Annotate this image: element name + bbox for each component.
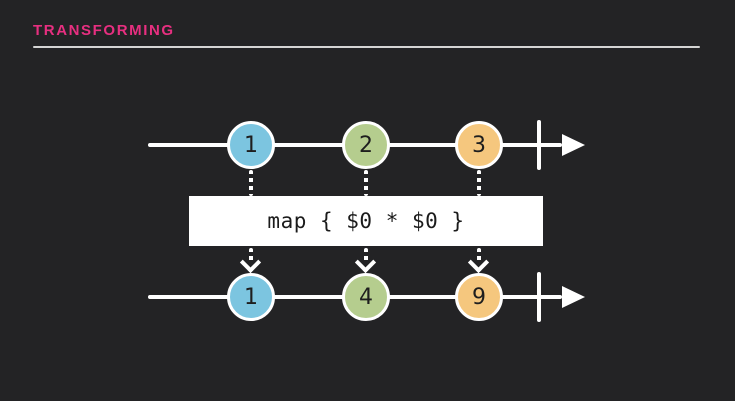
marble-output-1: 1 xyxy=(227,273,275,321)
operator-label: map { $0 * $0 } xyxy=(267,209,465,233)
dashed-connector xyxy=(477,248,481,262)
dashed-connector xyxy=(477,170,481,196)
dashed-connector xyxy=(249,170,253,196)
marble-label: 3 xyxy=(472,132,486,158)
input-stream-arrowhead-icon xyxy=(562,134,585,156)
down-arrow-icon xyxy=(239,251,262,274)
dashed-connector xyxy=(364,170,368,196)
down-arrow-icon xyxy=(354,251,377,274)
operator-box: map { $0 * $0 } xyxy=(189,196,543,246)
dashed-connector xyxy=(249,248,253,262)
marble-label: 9 xyxy=(472,284,486,310)
marble-input-1: 1 xyxy=(227,121,275,169)
title-underline xyxy=(33,46,700,48)
marble-label: 2 xyxy=(359,132,373,158)
marble-output-2: 4 xyxy=(342,273,390,321)
marble-output-3: 9 xyxy=(455,273,503,321)
dashed-connector xyxy=(364,248,368,262)
marble-input-2: 2 xyxy=(342,121,390,169)
marble-input-3: 3 xyxy=(455,121,503,169)
marble-label: 1 xyxy=(244,132,258,158)
output-stream-arrowhead-icon xyxy=(562,286,585,308)
slide-title: TRANSFORMING xyxy=(33,22,175,39)
input-stream-end-bar xyxy=(537,120,541,170)
output-stream-end-bar xyxy=(537,272,541,322)
marble-label: 4 xyxy=(359,284,373,310)
down-arrow-icon xyxy=(467,251,490,274)
marble-label: 1 xyxy=(244,284,258,310)
